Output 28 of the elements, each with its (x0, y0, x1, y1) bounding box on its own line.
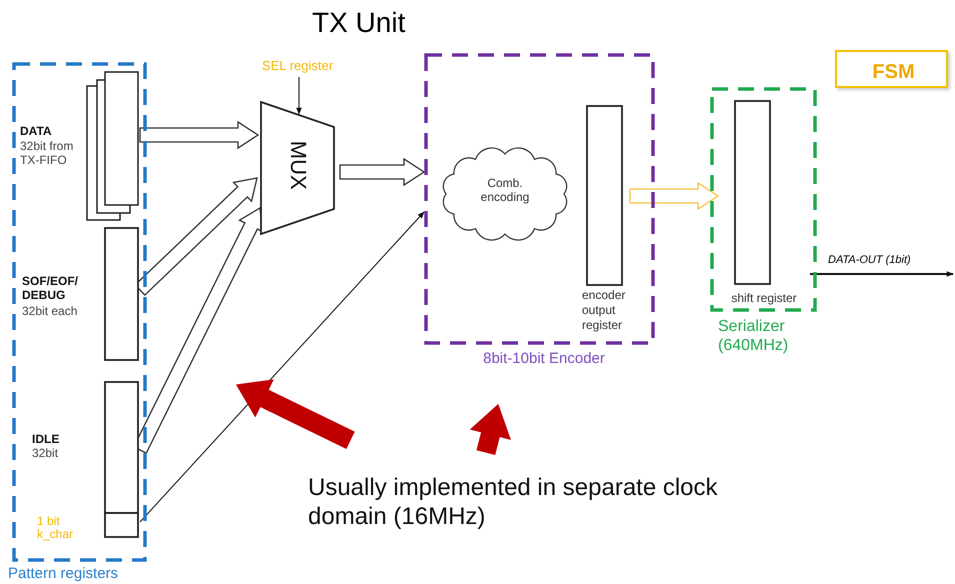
edge-label: DATA-OUT (1bit) (826, 254, 913, 268)
block-label: FSM (871, 60, 916, 84)
block-arrow (470, 404, 511, 456)
diagram-title: TX Unit (312, 6, 406, 40)
block-arrow (236, 379, 355, 449)
block-arrow (629, 182, 720, 210)
register-name: DATA (20, 124, 53, 138)
register-name: SOF/EOF/ DEBUG (22, 274, 80, 303)
mux-label: MUX (285, 140, 312, 192)
arrow (810, 271, 954, 277)
arrow (296, 76, 302, 115)
register-width: 32bit from TX-FIFO (20, 139, 74, 168)
group-title: Pattern registers (8, 565, 120, 583)
group-title: 8bit-10bit Encoder (482, 350, 606, 368)
cloud-label: Comb. encoding (480, 176, 530, 205)
register-name: 1 bit k_char (37, 515, 74, 542)
block-arrow (339, 158, 426, 186)
annotation-text: Usually implemented in separate clock domain (16MHz) (308, 474, 719, 532)
group-title: Serializer (640MHz) (718, 317, 790, 356)
fsm-block (835, 50, 948, 88)
signal-label: SEL register (262, 58, 334, 74)
register-label: shift register (730, 291, 798, 306)
register-label: encoder output register (582, 288, 626, 333)
arrow (140, 211, 424, 522)
block-arrow (139, 120, 260, 150)
register-width: 32bit each (22, 304, 78, 318)
register-width: 32bit (32, 446, 60, 460)
register-name: IDLE (32, 432, 60, 446)
